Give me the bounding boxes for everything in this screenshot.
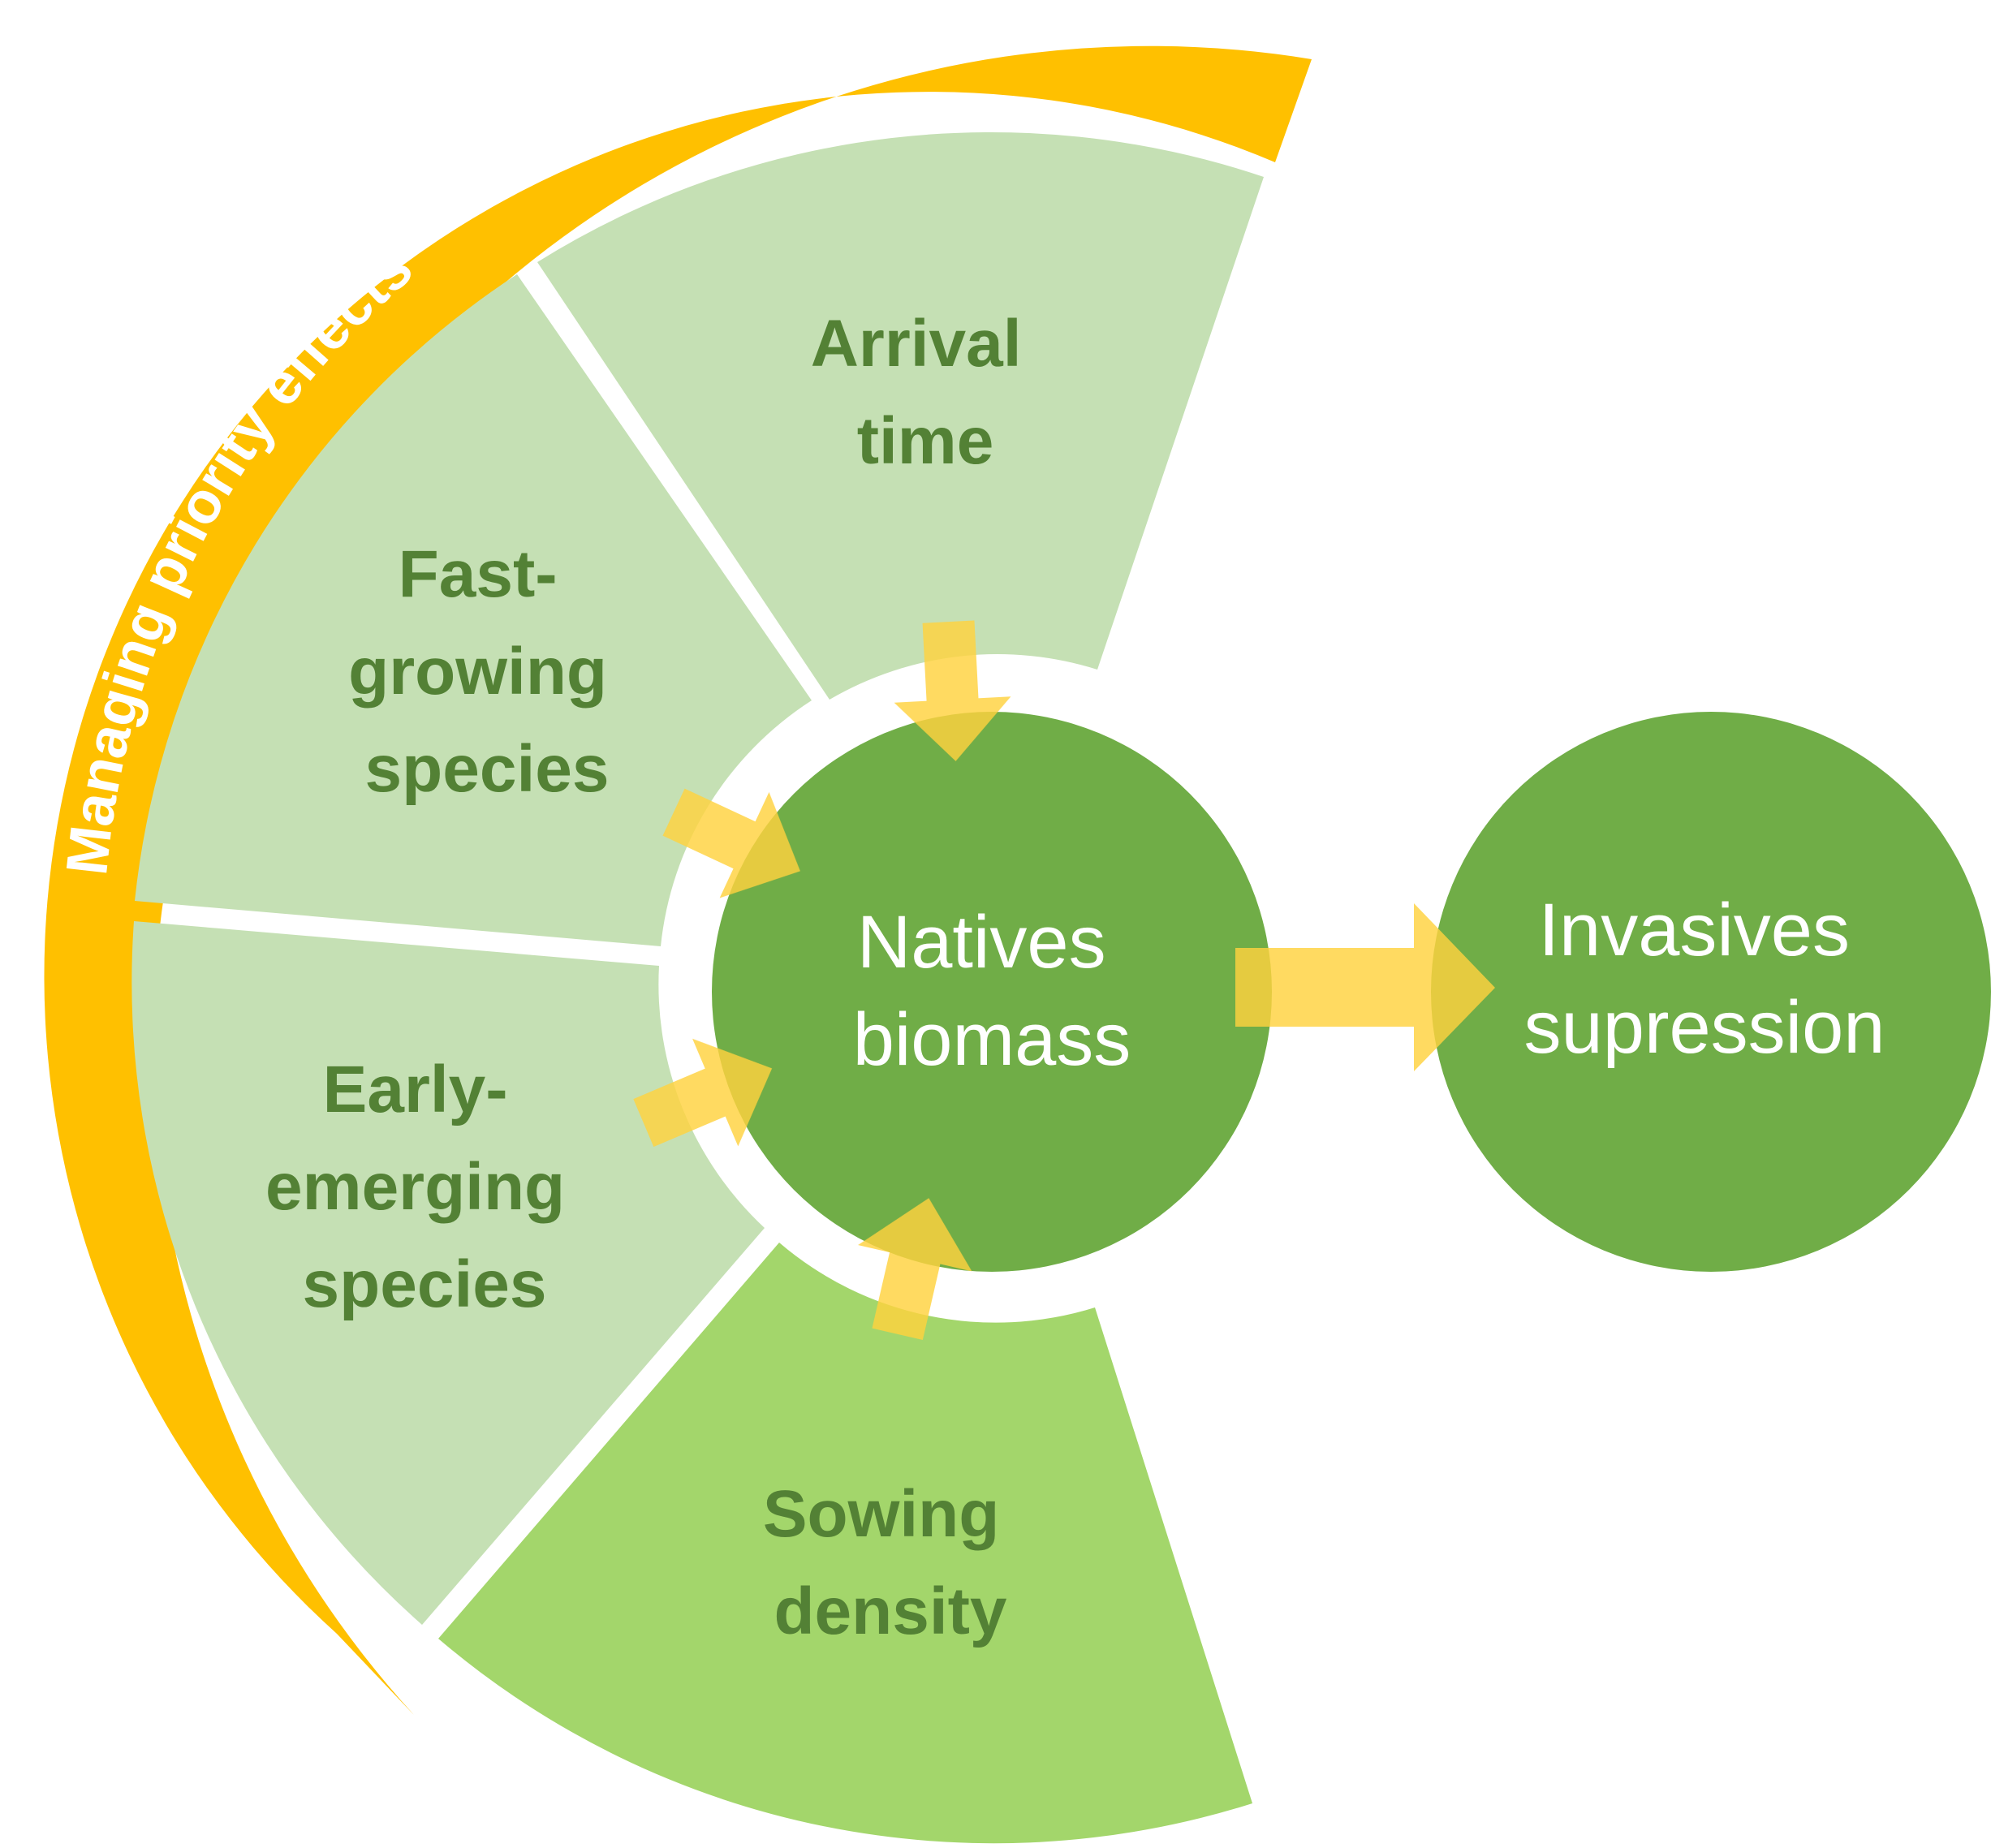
segment-fast-growing <box>135 274 812 946</box>
early-emerging-line-3: species <box>303 1247 547 1321</box>
early-emerging-line-1: Early- <box>323 1053 508 1126</box>
natives-biomass-label: Natives biomass <box>853 901 1131 1081</box>
natives-biomass-circle <box>712 712 1272 1272</box>
arrival-time-line-1: Arrival <box>811 307 1022 381</box>
fast-growing-line-1: Fast- <box>399 537 558 611</box>
arrow-fast-growing <box>662 788 800 898</box>
arrow-to-invasives <box>1235 903 1495 1071</box>
arrival-time-label: Arrival time <box>811 307 1041 478</box>
fast-growing-line-3: species <box>365 732 610 806</box>
natives-biomass-line-2: biomass <box>853 998 1131 1081</box>
sowing-density-line-2: density <box>774 1574 1006 1648</box>
segment-sowing-density <box>438 1243 1252 1844</box>
invasives-supression-label: Invasives supression <box>1524 889 1885 1069</box>
fast-growing-label: Fast- growing species <box>348 537 626 806</box>
invasives-supression-circle <box>1431 712 1991 1272</box>
arrow-sowing-density <box>858 1198 972 1340</box>
invasives-supression-line-2: supression <box>1524 986 1885 1069</box>
arrow-arrival-time <box>894 620 1011 761</box>
arrow-early-emerging <box>633 1038 773 1148</box>
segment-early-emerging <box>131 921 765 1625</box>
early-emerging-label: Early- emerging species <box>265 1053 584 1321</box>
sowing-density-line-1: Sowing <box>763 1477 1000 1551</box>
early-emerging-line-2: emerging <box>265 1150 565 1224</box>
sowing-density-label: Sowing density <box>763 1477 1018 1648</box>
invasives-supression-line-1: Invasives <box>1538 889 1850 971</box>
natives-biomass-line-1: Natives <box>857 901 1106 984</box>
fast-growing-line-2: growing <box>348 635 607 709</box>
arrival-time-line-2: time <box>857 404 994 478</box>
segment-arrival-time <box>537 131 1264 700</box>
